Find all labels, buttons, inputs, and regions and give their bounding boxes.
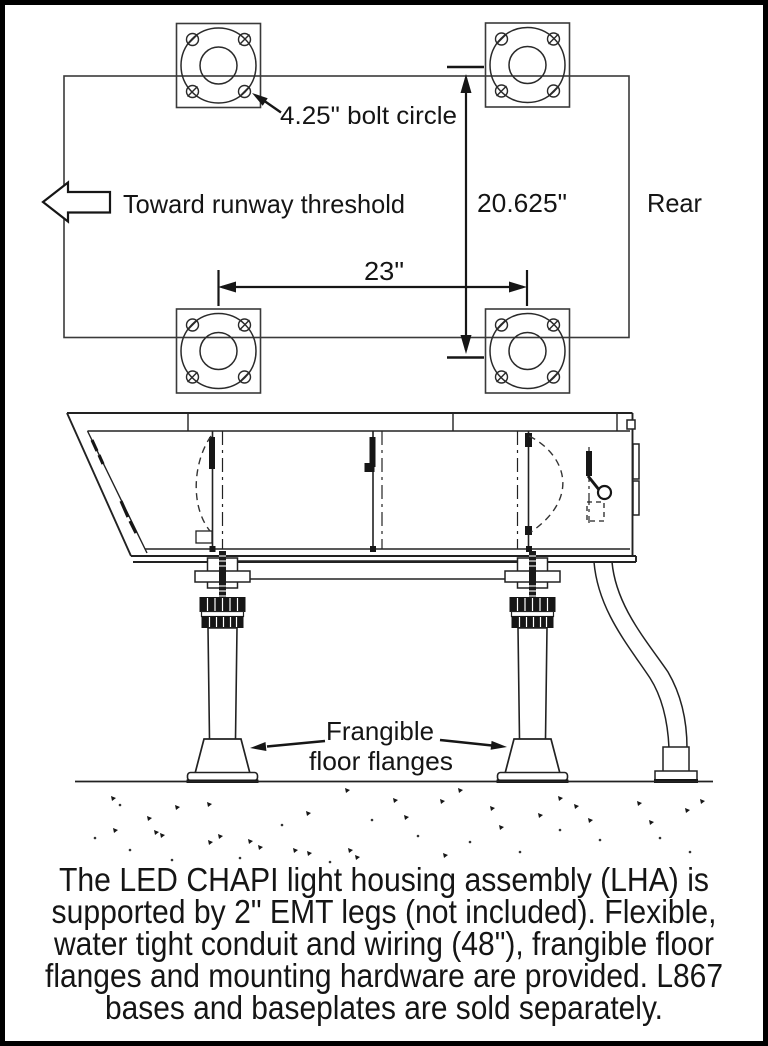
vertical-dimension-label: 20.625" [477, 188, 567, 218]
caption-line-2: supported by 2" EMT legs (not included).… [52, 893, 717, 930]
flange-label-line1: Frangible [326, 716, 434, 746]
flange-label-line2: floor flanges [309, 746, 453, 776]
bolt-circle-pointer-arrow-icon [252, 93, 282, 114]
concrete-stipple [93, 788, 705, 864]
horizontal-dimension [217, 270, 529, 306]
horizontal-dimension-label: 23" [364, 256, 404, 286]
flange-callout: Frangible floor flanges [250, 716, 507, 776]
caption-line-1: The LED CHAPI light housing assembly (LH… [59, 861, 709, 898]
top-view: 4.25" bolt circle Toward runway threshol… [41, 22, 702, 394]
reflector-arcs [195, 435, 564, 533]
light-housing-assembly [66, 412, 637, 563]
vertical-dimension [447, 65, 484, 359]
bolt-circle-label: 4.25" bolt circle [280, 102, 457, 130]
caption-line-5: bases and baseplates are sold separately… [105, 989, 663, 1026]
latch-detail [586, 447, 613, 523]
caption: The LED CHAPI light housing assembly (LH… [45, 861, 723, 1026]
callout-arrow-right-icon [490, 740, 507, 750]
housing-dividers [195, 431, 532, 552]
caption-line-4: flanges and mounting hardware are provid… [45, 957, 723, 994]
rear-label: Rear [647, 188, 702, 218]
callout-arrow-left-icon [250, 742, 267, 751]
latch-ring-icon [596, 484, 613, 501]
support-rails [237, 560, 518, 580]
toward-runway-arrow-icon [41, 180, 112, 224]
rear-brackets [626, 419, 640, 516]
caption-line-3: water tight conduit and wiring (48"), fr… [53, 925, 714, 962]
side-view: Frangible floor flanges [66, 412, 713, 864]
direction-label: Toward runway threshold [123, 189, 405, 219]
